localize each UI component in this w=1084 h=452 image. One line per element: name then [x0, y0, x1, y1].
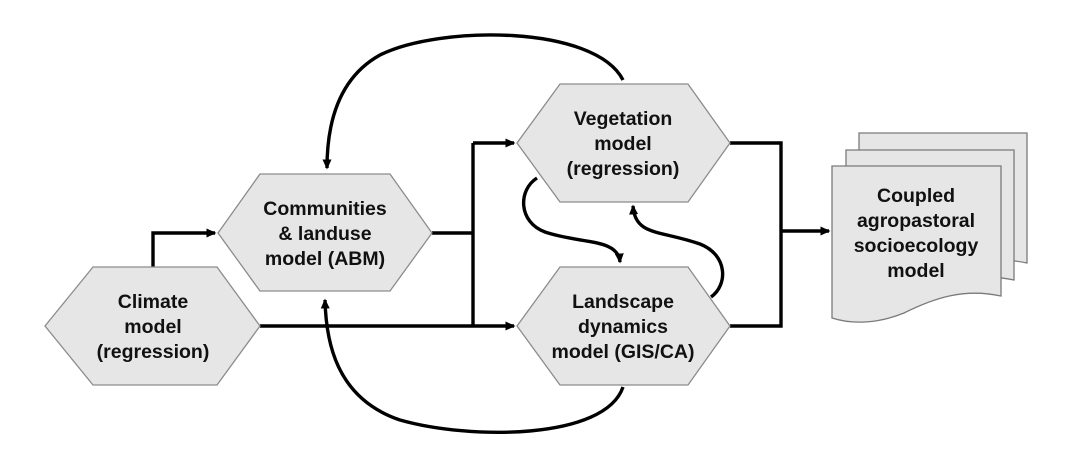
hexagon-shape	[516, 83, 731, 203]
node-label-line: & landuse	[278, 223, 371, 245]
document-front-shape	[831, 165, 1002, 323]
edges	[151, 33, 831, 434]
hexagon-shape	[217, 173, 433, 292]
node-label-line: Climate	[118, 291, 189, 313]
hexagon-shape	[44, 266, 261, 386]
node-label-line: dynamics	[578, 316, 668, 338]
node-label-line: model	[124, 316, 181, 338]
node-label-line: agropastoral	[857, 210, 975, 232]
node-landscape-dynamics-model: Landscape dynamics model (GIS/CA)	[516, 266, 731, 386]
node-label-line: (regression)	[567, 158, 680, 180]
edge-climate-to-communities	[151, 228, 217, 267]
node-label-line: socioecology	[854, 235, 979, 257]
hexagon-shape	[516, 266, 731, 386]
edge-vegetation-to-communities	[322, 33, 625, 170]
node-coupled-socioecology-model: Coupled agropastoral socioecology model	[831, 132, 1028, 323]
node-label-line: (regression)	[97, 341, 210, 363]
edge-vegetation-to-right-bus	[730, 141, 783, 328]
node-label-line: model (ABM)	[265, 248, 385, 270]
node-climate-model: Climate model (regression)	[44, 266, 261, 386]
node-label-line: model	[887, 260, 944, 282]
node-label-line: Communities	[263, 198, 387, 220]
node-label-line: model	[594, 133, 651, 155]
node-vegetation-model: Vegetation model (regression)	[516, 83, 731, 203]
edge-landscape-to-communities	[320, 298, 625, 434]
node-label-line: Coupled	[877, 185, 955, 207]
edge-landscape-to-vegetation	[629, 204, 725, 299]
node-label-line: Landscape	[572, 291, 674, 313]
node-label-line: model (GIS/CA)	[551, 341, 694, 363]
edge-vegetation-to-landscape	[522, 176, 624, 264]
node-communities-landuse-model: Communities & landuse model (ABM)	[217, 173, 433, 292]
node-label-line: Vegetation	[574, 108, 673, 130]
